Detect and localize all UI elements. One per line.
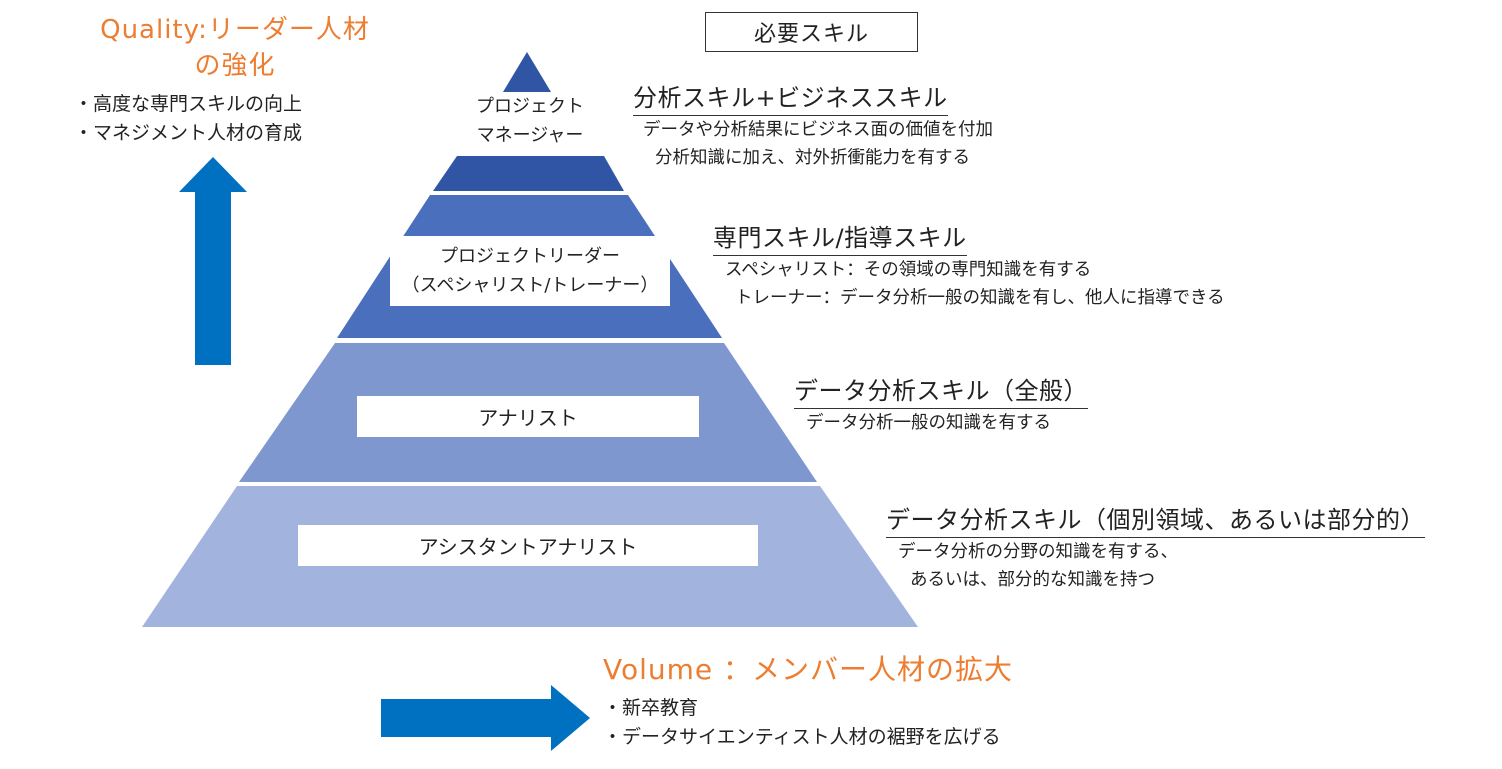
tier-label-analyst: アナリスト (357, 396, 699, 437)
tier-label-project-manager: プロジェクト マネージャー (440, 92, 620, 150)
skill-title: 分析スキル+ビジネススキル (633, 82, 948, 116)
quality-bullet: ・高度な専門スキルの向上 (74, 93, 303, 115)
skill-desc: トレーナー：データ分析一般の知識を有し、他人に指導できる (735, 288, 1225, 308)
skill-title: 専門スキル/指導スキル (713, 222, 967, 256)
required-skills-header: 必要スキル (705, 12, 918, 52)
tier-label-pm-line2: マネージャー (476, 125, 584, 146)
tier-label-pl-line2: （スペシャリスト/トレーナー） (401, 275, 659, 296)
quality-title: Quality:リーダー人材 の強化 (40, 12, 430, 84)
skill-desc: スペシャリスト：その領域の専門知識を有する (725, 260, 1092, 280)
quality-title-line1: Quality:リーダー人材 (100, 15, 370, 45)
volume-bullet-list: ・新卒教育 ・データサイエンティスト人材の裾野を広げる (603, 694, 1001, 752)
quality-bullet: ・マネジメント人材の育成 (74, 122, 303, 144)
skill-title: データ分析スキル（個別領域、あるいは部分的） (886, 504, 1425, 538)
skill-title: データ分析スキル（全般） (794, 375, 1088, 409)
skill-desc: データや分析結果にビジネス面の価値を付加 (643, 120, 993, 140)
volume-bullet: ・新卒教育 (603, 697, 699, 719)
skill-desc: データ分析一般の知識を有する (806, 413, 1051, 433)
quality-bullet-list: ・高度な専門スキルの向上 ・マネジメント人材の育成 (74, 90, 302, 148)
tier-label-project-leader: プロジェクトリーダー （スペシャリスト/トレーナー） (390, 236, 670, 306)
volume-title: Volume ：メンバー人材の拡大 (603, 653, 1014, 686)
tier-label-assistant-analyst: アシスタントアナリスト (298, 525, 758, 566)
pyramid-tier-pm-band (433, 156, 624, 191)
tier-label-pl-line1: プロジェクトリーダー (440, 246, 620, 267)
volume-bullet: ・データサイエンティスト人材の裾野を広げる (603, 726, 1001, 748)
arrow-right-icon (381, 685, 590, 751)
pyramid-tier-pm-cap (503, 52, 551, 92)
required-skills-header-label: 必要スキル (753, 22, 869, 47)
skill-desc: 分析知識に加え、対外折衝能力を有する (655, 148, 970, 168)
tier-label-analyst-text: アナリスト (478, 406, 578, 430)
skill-desc: データ分析の分野の知識を有する、 (898, 542, 1178, 562)
tier-label-assistant-text: アシスタントアナリスト (418, 535, 638, 559)
tier-label-pm-line1: プロジェクト (476, 96, 584, 117)
skill-block-assistant: データ分析スキル（個別領域、あるいは部分的） データ分析の分野の知識を有する、 … (886, 504, 1425, 594)
skill-block-pl: 専門スキル/指導スキル スペシャリスト：その領域の専門知識を有する トレーナー：… (713, 222, 1225, 312)
quality-title-line2: の強化 (194, 51, 276, 81)
skill-block-pm: 分析スキル+ビジネススキル データや分析結果にビジネス面の価値を付加 分析知識に… (633, 82, 993, 172)
skill-block-analyst: データ分析スキル（全般） データ分析一般の知識を有する (794, 375, 1088, 437)
skill-desc: あるいは、部分的な知識を持つ (910, 570, 1155, 590)
arrow-up-icon (179, 157, 247, 365)
